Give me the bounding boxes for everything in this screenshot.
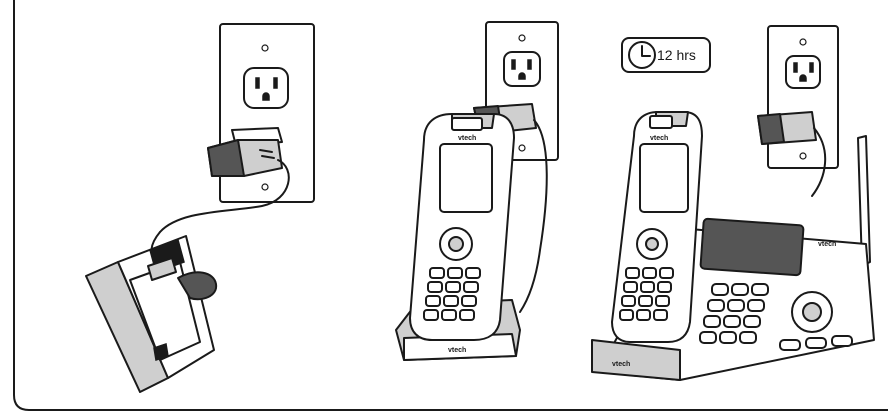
wall-outlet-3 [768, 26, 838, 168]
base-charger-brand: vtech [612, 361, 630, 368]
step-2-handset-charging: vtech vtech [396, 22, 558, 360]
clock-icon [629, 42, 655, 68]
charger-brand-2: vtech [448, 347, 466, 354]
handset-2: vtech [410, 114, 514, 340]
handset-brand-2: vtech [458, 135, 476, 142]
base-brand: vtech [818, 241, 836, 248]
charger-cradle [86, 232, 216, 392]
handset-brand-3: vtech [650, 135, 668, 142]
step-1-charger-setup [86, 24, 314, 392]
handset-3: vtech [612, 112, 702, 342]
charge-time-label: 12 hrs [657, 47, 696, 63]
step-3-base-charging: 12 hrs vtech vtech [592, 26, 874, 380]
charge-time-badge: 12 hrs [622, 38, 710, 72]
